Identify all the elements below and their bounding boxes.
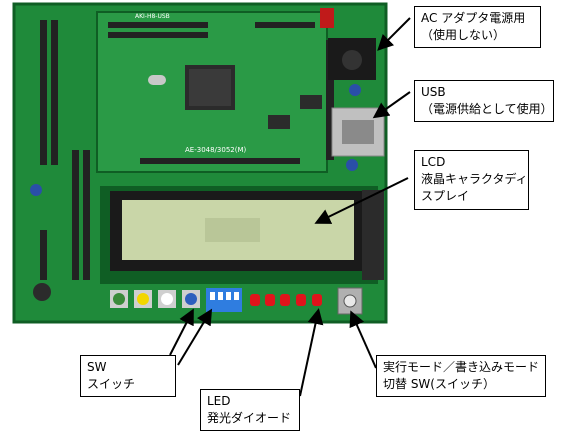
callout-mode-line2: 切替 SW(スイッチ） <box>383 377 495 391</box>
callout-sw-line2: スイッチ <box>87 377 136 391</box>
callout-usb-line2: （電源供給として使用） <box>421 102 553 116</box>
callout-led: LED 発光ダイオード <box>200 389 300 431</box>
callout-sw-line1: SW <box>87 360 107 374</box>
callout-lcd-line1: LCD <box>421 155 446 169</box>
callout-mode-switch: 実行モード／書き込みモード 切替 SW(スイッチ） <box>376 355 546 397</box>
board-model-label: AKI-H8-USB <box>135 13 170 20</box>
callout-lcd: LCD 液晶キャラクタディ スプレイ <box>414 150 529 210</box>
callout-mode-line1: 実行モード／書き込みモード <box>383 360 540 374</box>
callout-led-line2: 発光ダイオード <box>207 411 292 425</box>
crystal <box>148 75 166 85</box>
callout-lcd-line2: 液晶キャラクタディ <box>421 172 528 186</box>
leds <box>250 294 322 306</box>
cpu-module-label: AE-3048/3052(M) <box>185 146 246 154</box>
callout-ac-adapter: AC アダプタ電源用 （使用しない） <box>414 6 541 48</box>
left-pin-headers <box>40 20 90 280</box>
callout-lcd-line3: スプレイ <box>421 189 470 203</box>
callout-ac-line1: AC アダプタ電源用 <box>421 11 526 25</box>
callout-usb-line1: USB <box>421 85 446 99</box>
push-buttons <box>110 290 200 308</box>
callout-sw: SW スイッチ <box>80 355 176 397</box>
callout-led-line1: LED <box>207 394 231 408</box>
callout-ac-line2: （使用しない） <box>421 28 506 42</box>
callout-usb: USB （電源供給として使用） <box>414 80 554 122</box>
